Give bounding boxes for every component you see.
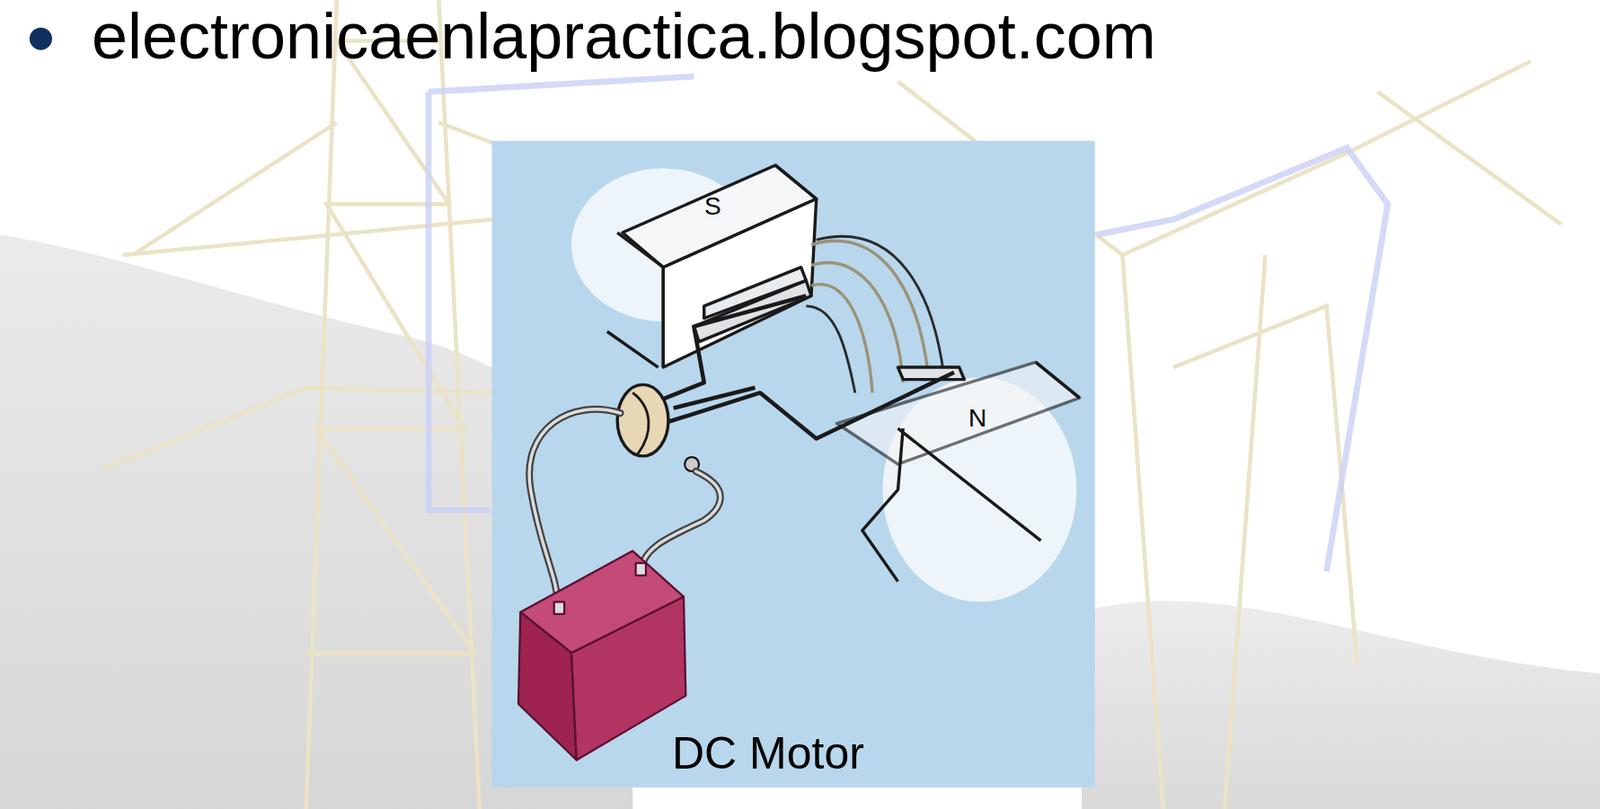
figure-caption: DC Motor — [671, 731, 865, 777]
armature-coil — [653, 295, 955, 439]
pole-label: N — [968, 406, 987, 432]
commutator — [617, 384, 669, 457]
commutator-split — [632, 392, 649, 454]
page-heading: electronicaenlapractica.blogspot.com — [91, 3, 1157, 69]
panel — [491, 141, 1095, 788]
south-magnet — [607, 165, 817, 368]
tower — [102, 0, 1562, 809]
battery — [518, 551, 686, 761]
bullet — [29, 27, 53, 51]
pole-label: S — [704, 194, 722, 220]
north-magnet — [836, 362, 1079, 582]
